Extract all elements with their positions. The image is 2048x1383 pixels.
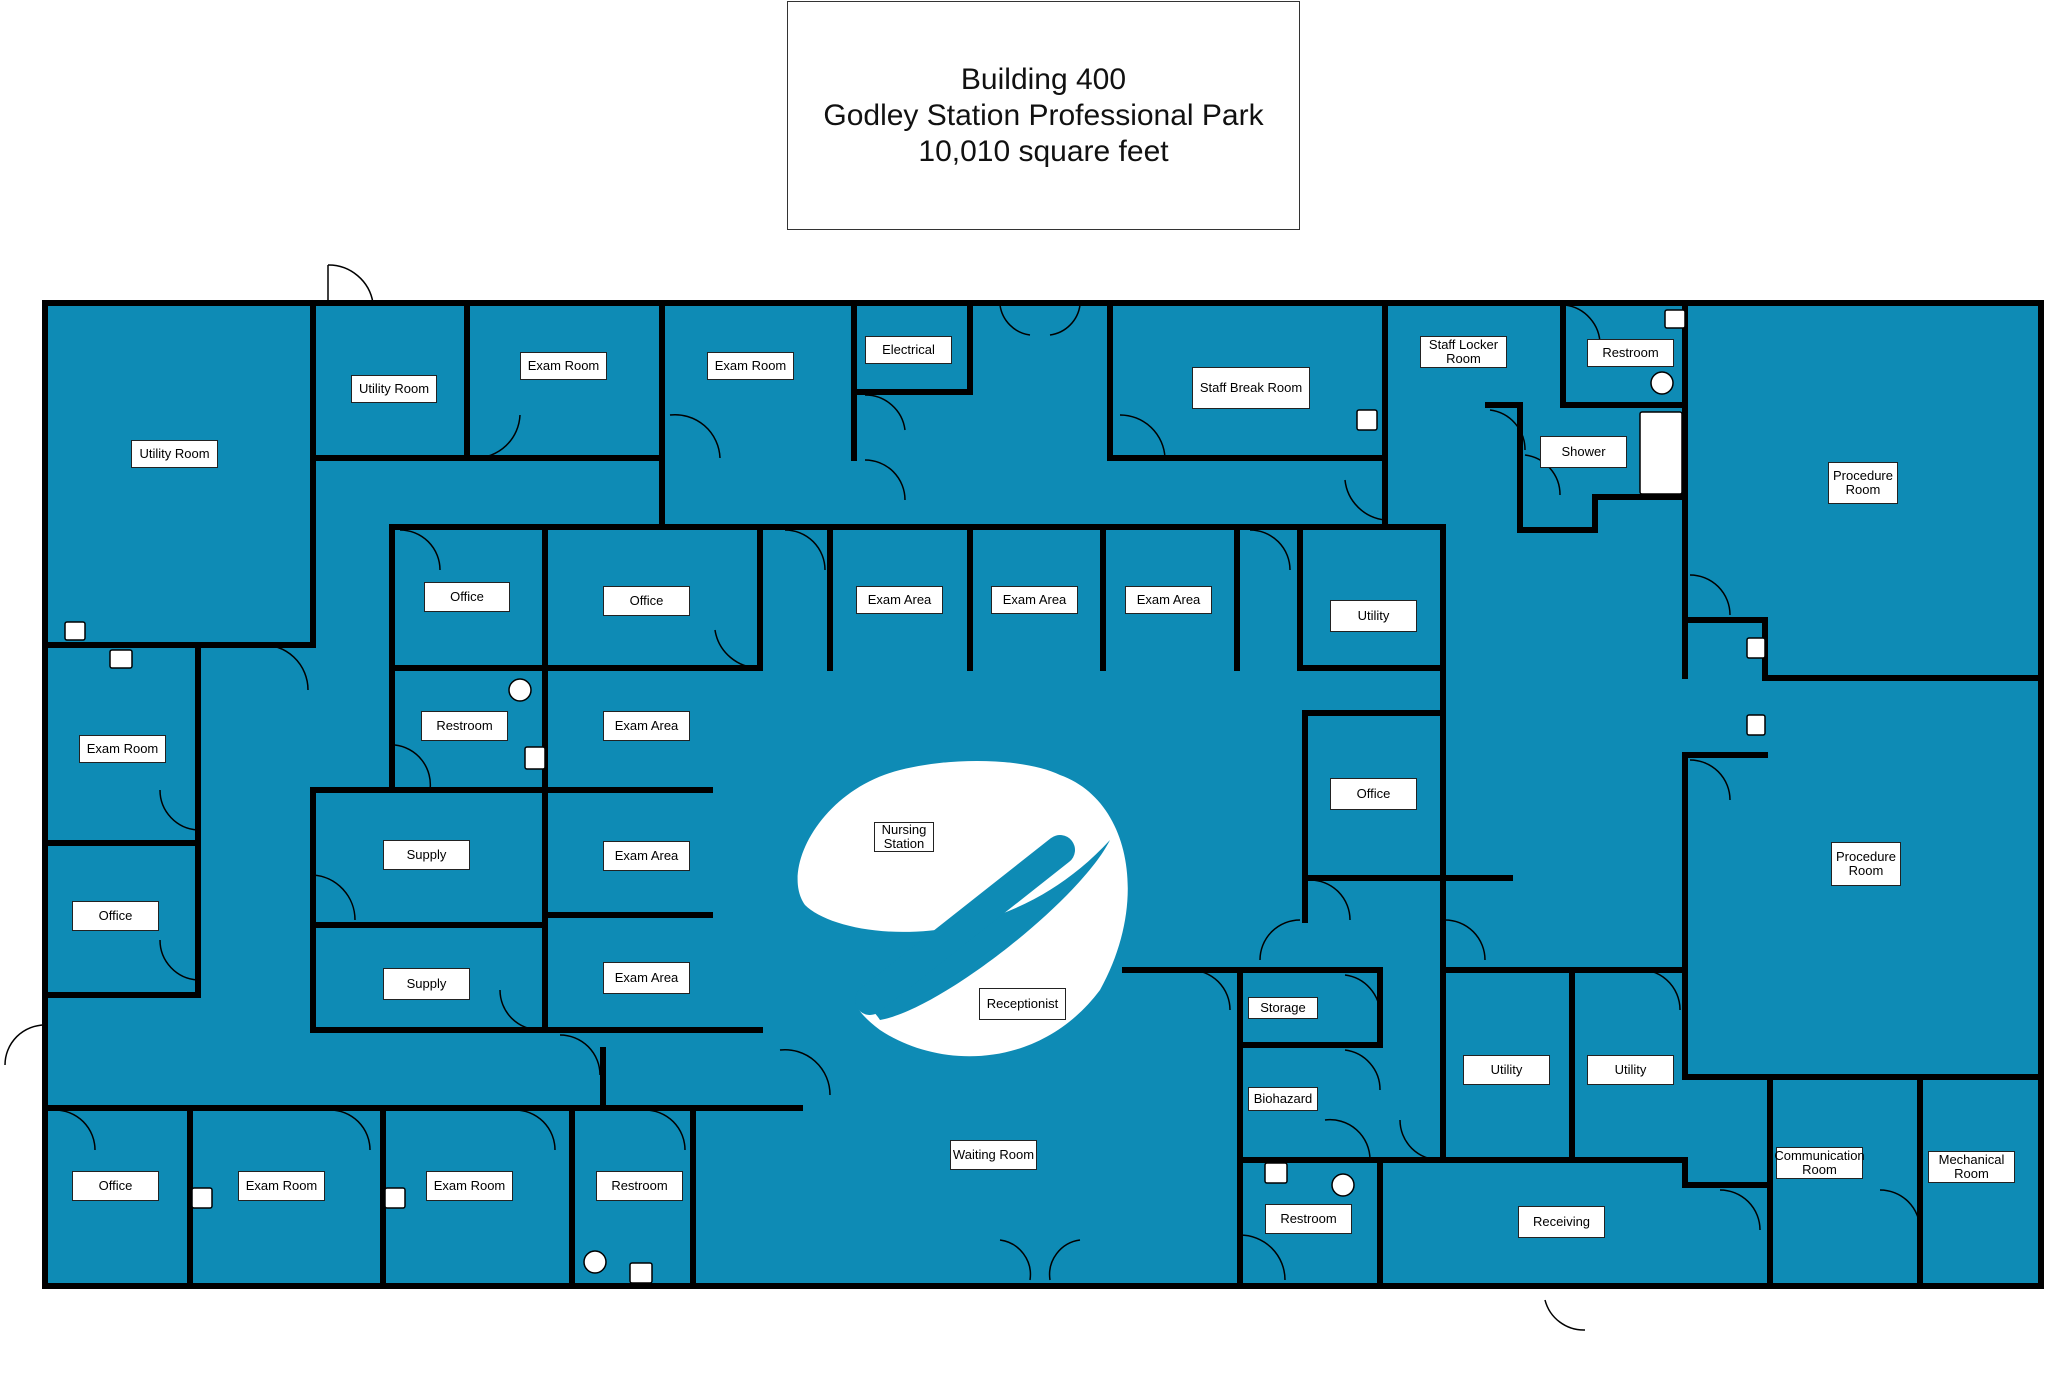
park-name: Godley Station Professional Park <box>823 98 1264 132</box>
room-label-restroom-bottom-2: Restroom <box>1265 1204 1352 1234</box>
room-label-staff-locker-room: Staff Locker Room <box>1420 336 1507 368</box>
room-label-utility-room-1: Utility Room <box>131 440 218 468</box>
room-label-nursing-station: Nursing Station <box>874 822 934 852</box>
room-label-exam-area-3: Exam Area <box>1125 586 1212 614</box>
door-swings <box>4 264 1921 1331</box>
room-label-waiting-room: Waiting Room <box>950 1140 1037 1170</box>
room-label-exam-area-5: Exam Area <box>603 841 690 871</box>
room-label-shower: Shower <box>1540 436 1627 468</box>
room-label-exam-room-bottom-1: Exam Room <box>238 1171 325 1201</box>
room-label-supply-1: Supply <box>383 840 470 870</box>
room-label-procedure-room-2: Procedure Room <box>1831 842 1901 886</box>
room-label-exam-area-2: Exam Area <box>991 586 1078 614</box>
room-label-office-3: Office <box>1330 778 1417 810</box>
room-label-utility-2: Utility <box>1463 1055 1550 1085</box>
room-label-communication-room: Communication Room <box>1774 1147 1865 1179</box>
square-footage: 10,010 square feet <box>918 134 1169 168</box>
room-label-exam-room-bottom-2: Exam Room <box>426 1171 513 1201</box>
room-label-utility-1: Utility <box>1330 600 1417 632</box>
room-label-office-bottom: Office <box>72 1171 159 1201</box>
room-label-exam-room-top-1: Exam Room <box>520 352 607 380</box>
room-label-procedure-room-1: Procedure Room <box>1828 462 1898 504</box>
room-label-exam-area-6: Exam Area <box>603 962 690 994</box>
fixtures <box>64 309 1766 1284</box>
room-label-office-2: Office <box>603 586 690 616</box>
room-label-mechanical-room: Mechanical Room <box>1928 1151 2015 1183</box>
room-label-storage: Storage <box>1248 997 1318 1019</box>
room-label-staff-break-room: Staff Break Room <box>1192 367 1310 409</box>
room-label-restroom-mid: Restroom <box>421 711 508 741</box>
room-label-biohazard: Biohazard <box>1248 1087 1318 1111</box>
room-label-utility-room-2: Utility Room <box>351 375 437 403</box>
room-label-restroom-bottom: Restroom <box>596 1171 683 1201</box>
room-label-receptionist: Receptionist <box>979 988 1066 1020</box>
walls <box>42 300 2044 1289</box>
room-label-office-left: Office <box>72 901 159 931</box>
title-box: Building 400 Godley Station Professional… <box>787 1 1300 230</box>
room-label-utility-3: Utility <box>1587 1055 1674 1085</box>
room-label-receiving: Receiving <box>1518 1206 1605 1238</box>
room-label-office-1: Office <box>424 582 510 612</box>
building-name: Building 400 <box>960 62 1127 96</box>
room-label-exam-area-1: Exam Area <box>856 586 943 614</box>
room-label-restroom-top: Restroom <box>1587 339 1674 367</box>
room-label-exam-area-4: Exam Area <box>603 711 690 741</box>
room-label-electrical: Electrical <box>865 336 952 364</box>
room-label-exam-room-left: Exam Room <box>79 735 166 763</box>
room-label-exam-room-top-2: Exam Room <box>707 352 794 380</box>
room-label-supply-2: Supply <box>383 968 470 1000</box>
